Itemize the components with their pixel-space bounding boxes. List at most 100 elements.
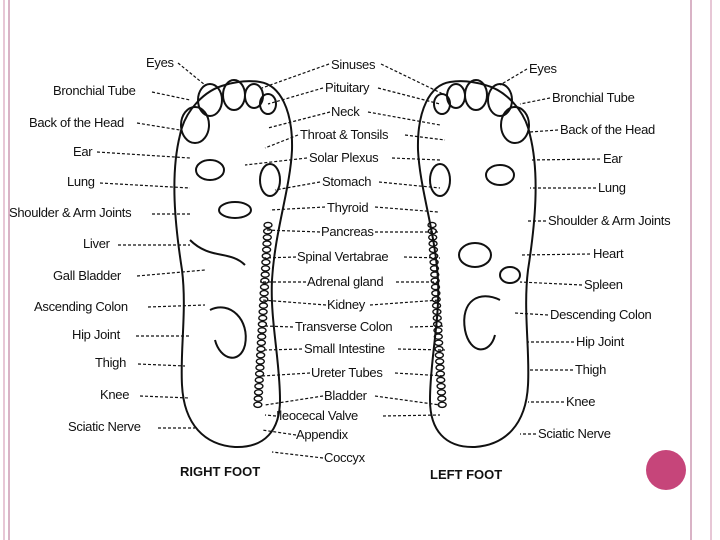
- vertebra-dot: [435, 370, 446, 378]
- vertebra-dot: [430, 271, 440, 278]
- leader-line: [404, 134, 446, 141]
- vertebra-dot: [261, 246, 272, 254]
- leader-line: [261, 429, 297, 436]
- leader-line: [261, 63, 330, 89]
- label-hip-joint-right: Hip Joint: [72, 327, 121, 342]
- leader-line: [264, 395, 324, 406]
- leader-line: [409, 325, 446, 328]
- leader-line: [394, 372, 446, 377]
- label-spinal-vertabrae: Spinal Vertabrae: [297, 249, 388, 264]
- vertebra-dot: [436, 376, 446, 384]
- vertebra-dot: [429, 258, 439, 266]
- label-ileocecal-valve: Ileocecal Valve: [276, 408, 358, 423]
- leader-line: [264, 134, 299, 149]
- label-kidney: Kidney: [327, 297, 366, 312]
- center-labels: Sinuses Pituitary Neck Throat & Tonsils …: [276, 57, 393, 465]
- caption-right-foot: RIGHT FOOT: [180, 464, 260, 479]
- vertebra-dot: [260, 277, 270, 285]
- label-stomach: Stomach: [322, 174, 371, 189]
- leader-line: [267, 111, 331, 129]
- vertebra-dot: [255, 351, 266, 359]
- label-knee-left: Knee: [566, 394, 595, 409]
- vertebra-dot: [256, 345, 266, 353]
- leader-line: [374, 206, 439, 213]
- left-foot-spine: [427, 221, 447, 409]
- label-pancreas: Pancreas: [321, 224, 374, 239]
- vertebra-dot: [253, 401, 263, 409]
- leader-line: [382, 414, 441, 417]
- vertebra-dot: [435, 358, 445, 365]
- vertebra-dot: [254, 382, 264, 390]
- label-thigh-right: Thigh: [95, 355, 126, 370]
- vertebra-dot: [262, 227, 273, 235]
- right-foot-labels: Eyes Bronchial Tube Back of the Head Ear…: [9, 55, 175, 434]
- leader-line: [378, 181, 441, 189]
- label-pituitary: Pituitary: [325, 80, 370, 95]
- leader-line: [96, 151, 191, 159]
- leader-line: [529, 158, 601, 161]
- label-transverse-colon: Transverse Colon: [295, 319, 392, 334]
- label-knee-right: Knee: [100, 387, 129, 402]
- vertebra-dot: [257, 333, 267, 340]
- label-back-of-head-left: Back of the Head: [560, 122, 655, 137]
- decorative-circle: [646, 450, 686, 490]
- label-eyes-right: Eyes: [146, 55, 175, 70]
- leader-line: [519, 97, 551, 105]
- leader-line: [261, 372, 311, 377]
- leader-line: [377, 87, 441, 105]
- vertebra-dot: [436, 382, 446, 390]
- leader-line: [380, 63, 446, 96]
- vertebra-dot: [263, 221, 273, 229]
- label-bladder: Bladder: [324, 388, 368, 403]
- vertebra-dot: [433, 327, 443, 334]
- leader-line: [147, 304, 206, 308]
- label-back-of-head-right: Back of the Head: [29, 115, 124, 130]
- vertebra-dot: [430, 283, 441, 291]
- vertebra-dot: [437, 401, 447, 409]
- label-appendix: Appendix: [296, 427, 349, 442]
- label-lung-right: Lung: [67, 174, 95, 189]
- leader-line: [267, 87, 324, 105]
- vertebra-dot: [258, 302, 269, 309]
- vertebra-dot: [262, 240, 272, 247]
- leader-lines: [96, 62, 601, 459]
- right-foot-spine: [253, 221, 273, 409]
- vertebra-dot: [258, 314, 268, 322]
- label-sciatic-nerve-right: Sciatic Nerve: [68, 419, 141, 434]
- vertebra-dot: [431, 302, 442, 309]
- vertebra-dot: [434, 345, 444, 353]
- leader-line: [264, 325, 294, 328]
- right-foot-outline: [173, 79, 294, 449]
- label-hip-joint-left: Hip Joint: [576, 334, 625, 349]
- leader-line: [374, 395, 441, 406]
- leader-line: [499, 68, 528, 86]
- vertebra-dot: [260, 265, 271, 272]
- vertebra-dot: [257, 320, 268, 328]
- leader-line: [274, 181, 321, 191]
- label-shoulder-arm-left: Shoulder & Arm Joints: [548, 213, 671, 228]
- leader-line: [271, 451, 324, 459]
- label-ascending-colon: Ascending Colon: [34, 299, 128, 314]
- leader-line: [519, 281, 583, 286]
- left-foot-outline: [416, 79, 537, 449]
- label-adrenal-gland: Adrenal gland: [307, 274, 383, 289]
- vertebra-dot: [261, 252, 271, 260]
- vertebra-dot: [259, 283, 270, 291]
- vertebra-dot: [253, 395, 263, 402]
- label-bronchial-tube-right: Bronchial Tube: [53, 83, 136, 98]
- label-ear-right: Ear: [73, 144, 93, 159]
- vertebra-dot: [257, 327, 267, 334]
- vertebra-dot: [261, 258, 271, 266]
- label-gall-bladder: Gall Bladder: [53, 268, 122, 283]
- label-lung-left: Lung: [598, 180, 626, 195]
- vertebra-dot: [253, 389, 264, 396]
- vertebra-dot: [431, 289, 441, 297]
- vertebra-dot: [254, 370, 265, 378]
- leader-line: [244, 157, 308, 166]
- label-liver: Liver: [83, 236, 111, 251]
- leader-line: [264, 229, 321, 233]
- caption-left-foot: LEFT FOOT: [430, 467, 502, 482]
- vertebra-dot: [432, 308, 442, 316]
- label-thyroid: Thyroid: [327, 200, 368, 215]
